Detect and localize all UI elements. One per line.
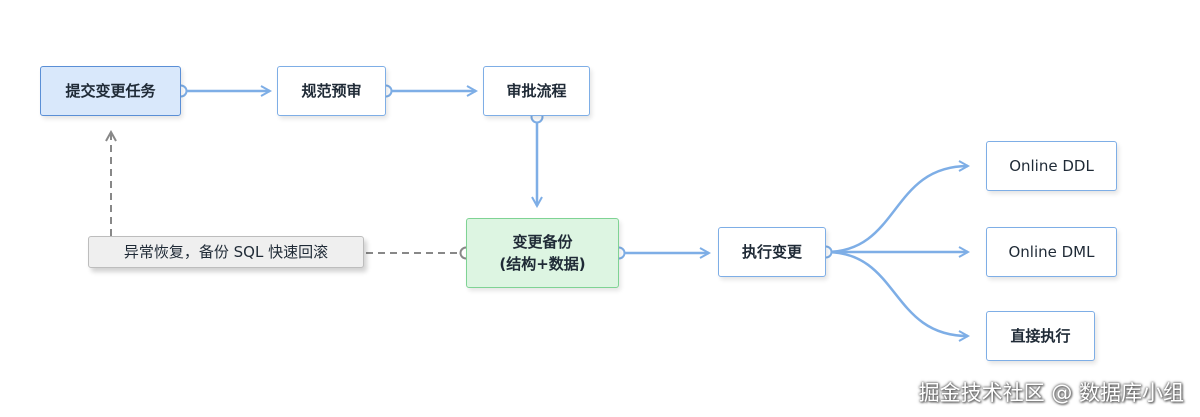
node-direct-execute[interactable]: 直接执行	[986, 311, 1095, 361]
edge-execute-online-ddl	[825, 166, 968, 254]
node-change-backup[interactable]: 变更备份 (结构+数据)	[466, 218, 619, 288]
node-backup-label-line2: (结构+数据)	[499, 255, 586, 273]
node-execute-label: 执行变更	[741, 243, 802, 261]
node-rollback-label: 异常恢复，备份 SQL 快速回滚	[123, 243, 329, 261]
node-submit-change-task[interactable]: 提交变更任务	[40, 66, 181, 116]
node-spec-review[interactable]: 规范预审	[277, 66, 386, 116]
node-backup-label-line1: 变更备份	[512, 233, 573, 251]
node-submit-label: 提交变更任务	[65, 82, 156, 100]
node-approval-label: 审批流程	[506, 82, 567, 100]
watermark-text: 掘金技术社区 @ 数据库小组	[918, 381, 1184, 405]
node-review-label: 规范预审	[301, 82, 362, 100]
node-online-ddl-label: Online DDL	[1009, 157, 1094, 175]
node-online-ddl[interactable]: Online DDL	[986, 141, 1117, 191]
node-execute-change[interactable]: 执行变更	[718, 227, 826, 277]
node-online-dml-label: Online DML	[1008, 243, 1095, 261]
node-rollback-recovery[interactable]: 异常恢复，备份 SQL 快速回滚	[88, 236, 364, 268]
node-direct-execute-label: 直接执行	[1010, 327, 1071, 345]
node-online-dml[interactable]: Online DML	[986, 227, 1117, 277]
edge-execute-direct	[825, 250, 968, 336]
node-approval-flow[interactable]: 审批流程	[483, 66, 590, 116]
